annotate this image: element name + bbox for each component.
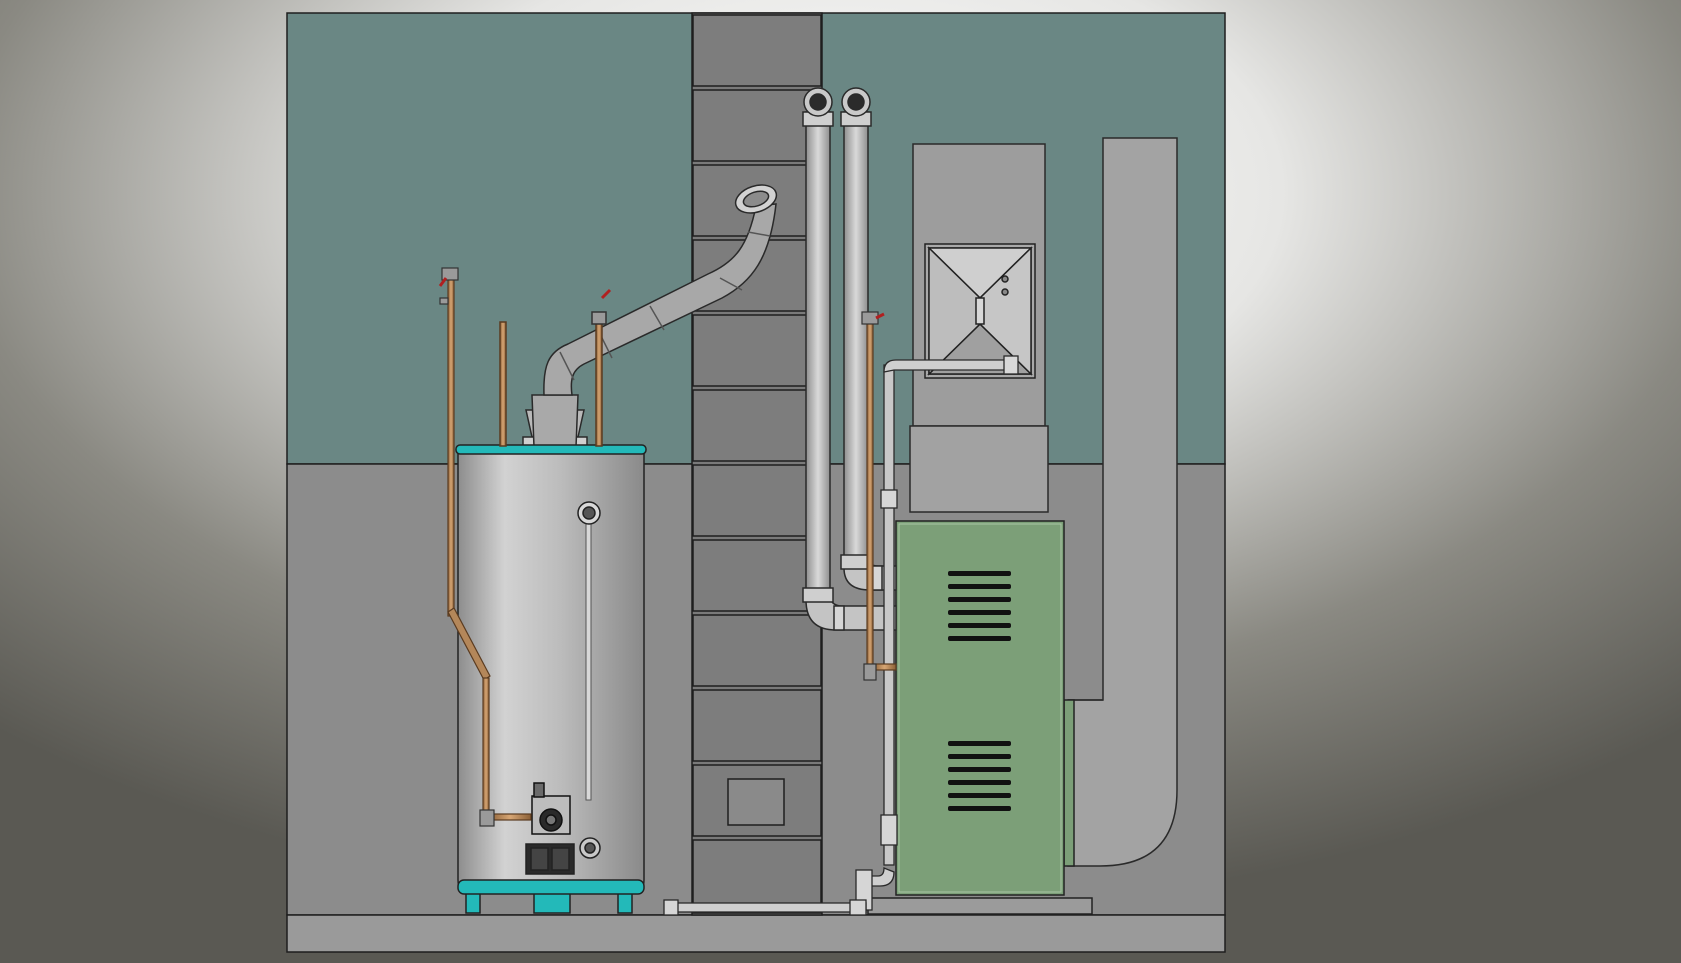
- gas-control-valve-icon: [531, 782, 571, 835]
- floor-slab: [286, 914, 1226, 953]
- water-heater-gas-line: [439, 267, 532, 827]
- louver-grille-icon: [948, 571, 1011, 811]
- cleanout-door: [727, 778, 785, 826]
- condensate-drain-line: [663, 355, 1019, 916]
- valve-icon: [600, 288, 612, 300]
- furnace-cabinet: [895, 520, 1065, 896]
- water-heater: [455, 311, 647, 914]
- furnace: [867, 520, 1093, 915]
- valve-icon: [875, 312, 885, 320]
- valve-icon: [438, 277, 448, 287]
- furnace-gas-line: [861, 311, 897, 681]
- masonry-chimney: [691, 12, 823, 916]
- furnace-pvc-vent-pipes: [802, 87, 897, 631]
